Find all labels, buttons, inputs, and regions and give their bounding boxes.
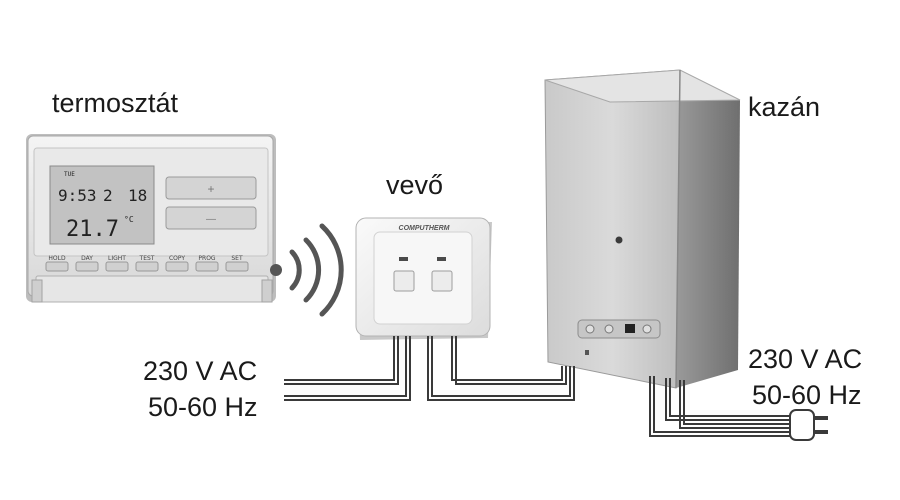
boiler-label: kazán: [748, 92, 821, 122]
right-supply-frequency: 50-60 Hz: [752, 380, 862, 410]
receiver-brand: COMPUTHERM: [399, 225, 450, 232]
thermostat-key-label: SET: [231, 255, 243, 262]
thermostat-key-label: COPY: [169, 255, 185, 262]
boiler-device: [544, 69, 741, 389]
thermostat-key-label: PROG: [198, 255, 216, 262]
thermostat-key-light[interactable]: LIGHT: [105, 255, 129, 272]
receiver-left-button[interactable]: [393, 270, 415, 292]
thermostat-key-label: HOLD: [48, 255, 66, 262]
lcd-set-temp: 18: [128, 186, 147, 205]
power-plug-icon: [789, 409, 828, 441]
thermostat-key-copy[interactable]: COPY: [165, 255, 189, 272]
thermostat-up-button[interactable]: +: [165, 176, 257, 200]
lcd-time: 9:53: [58, 186, 97, 205]
thermostat-key-set[interactable]: SET: [225, 255, 249, 272]
thermostat-lcd: TUE 9:53 2 18 21.7 °C: [49, 165, 155, 245]
left-supply-frequency: 50-60 Hz: [148, 392, 258, 422]
receiver-device: COMPUTHERM: [355, 217, 492, 340]
wireless-signal-icon: [270, 223, 344, 317]
wiring: [284, 336, 792, 437]
lcd-day: TUE: [64, 171, 75, 178]
thermostat-label: termosztát: [52, 88, 179, 118]
thermostat-down-button[interactable]: —: [165, 206, 257, 230]
thermostat-key-hold[interactable]: HOLD: [45, 255, 69, 272]
right-supply-voltage: 230 V AC: [748, 344, 863, 374]
lcd-room-temp: 21.7: [66, 217, 119, 242]
thermostat-key-label: TEST: [139, 255, 155, 262]
lcd-program: 2: [103, 186, 113, 205]
thermostat-key-day[interactable]: DAY: [75, 255, 99, 272]
thermostat-key-label: LIGHT: [108, 255, 126, 262]
down-symbol: —: [206, 214, 216, 225]
thermostat-key-test[interactable]: TEST: [135, 255, 159, 272]
thermostat-key-prog[interactable]: PROG: [195, 255, 219, 272]
thermostat-device: TUE 9:53 2 18 21.7 °C + — HOLD DAY LIGHT TE…: [26, 134, 276, 303]
receiver-right-button[interactable]: [431, 270, 453, 292]
up-symbol: +: [207, 182, 214, 196]
thermostat-key-row: HOLD DAY LIGHT TEST COPY PROG SET: [45, 255, 249, 272]
lcd-unit: °C: [124, 215, 134, 224]
left-supply-voltage: 230 V AC: [143, 356, 258, 386]
receiver-label: vevő: [386, 170, 444, 200]
thermostat-key-label: DAY: [81, 255, 93, 262]
